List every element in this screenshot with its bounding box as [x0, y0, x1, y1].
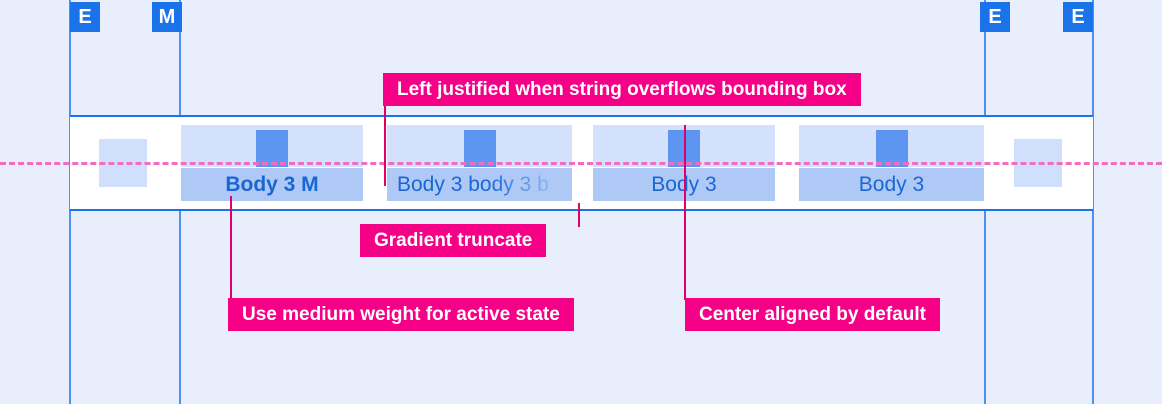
- leader-line-left-justified: [384, 106, 386, 186]
- annotation-gradient-truncate: Gradient truncate: [360, 224, 547, 257]
- annotation-center-aligned: Center aligned by default: [685, 298, 940, 331]
- icon-placeholder-glyph: [875, 130, 908, 167]
- cell-label-area: Body 3: [799, 168, 984, 201]
- cell-label-text: Body 3: [858, 173, 925, 196]
- icon-placeholder-glyph: [256, 130, 288, 167]
- leader-line-gradient-truncate: [578, 203, 580, 227]
- tab-cell-overflow[interactable]: Body 3 body 3 b: [387, 125, 572, 201]
- icon-placeholder-glyph: [463, 130, 496, 167]
- vertical-guide-right-outer: [1092, 0, 1094, 404]
- annotation-medium-weight: Use medium weight for active state: [228, 298, 574, 331]
- tab-cell-default-b[interactable]: Body 3: [799, 125, 984, 201]
- marker-badge-e-left: E: [70, 2, 100, 32]
- tab-cell-active[interactable]: Body 3 M: [181, 125, 363, 201]
- cell-label-area: Body 3 body 3 b: [387, 168, 572, 201]
- horizontal-baseline-guide: [0, 162, 1162, 165]
- cell-icon-area: [181, 125, 363, 167]
- annotation-left-justified: Left justified when string overflows bou…: [383, 73, 861, 106]
- leader-line-medium-weight: [230, 196, 232, 300]
- marker-badge-e-right-inner: E: [980, 2, 1010, 32]
- marker-badge-m-left: M: [152, 2, 182, 32]
- cell-label-text: Body 3 body 3 b: [397, 173, 549, 196]
- cell-label-text: Body 3 M: [225, 173, 319, 196]
- leader-line-center-aligned: [684, 125, 686, 300]
- cell-label-area: Body 3 M: [181, 168, 363, 201]
- cell-icon-area: [799, 125, 984, 167]
- marker-badge-e-right-outer: E: [1063, 2, 1093, 32]
- cell-icon-area: [387, 125, 572, 167]
- cell-label-text: Body 3: [651, 173, 717, 196]
